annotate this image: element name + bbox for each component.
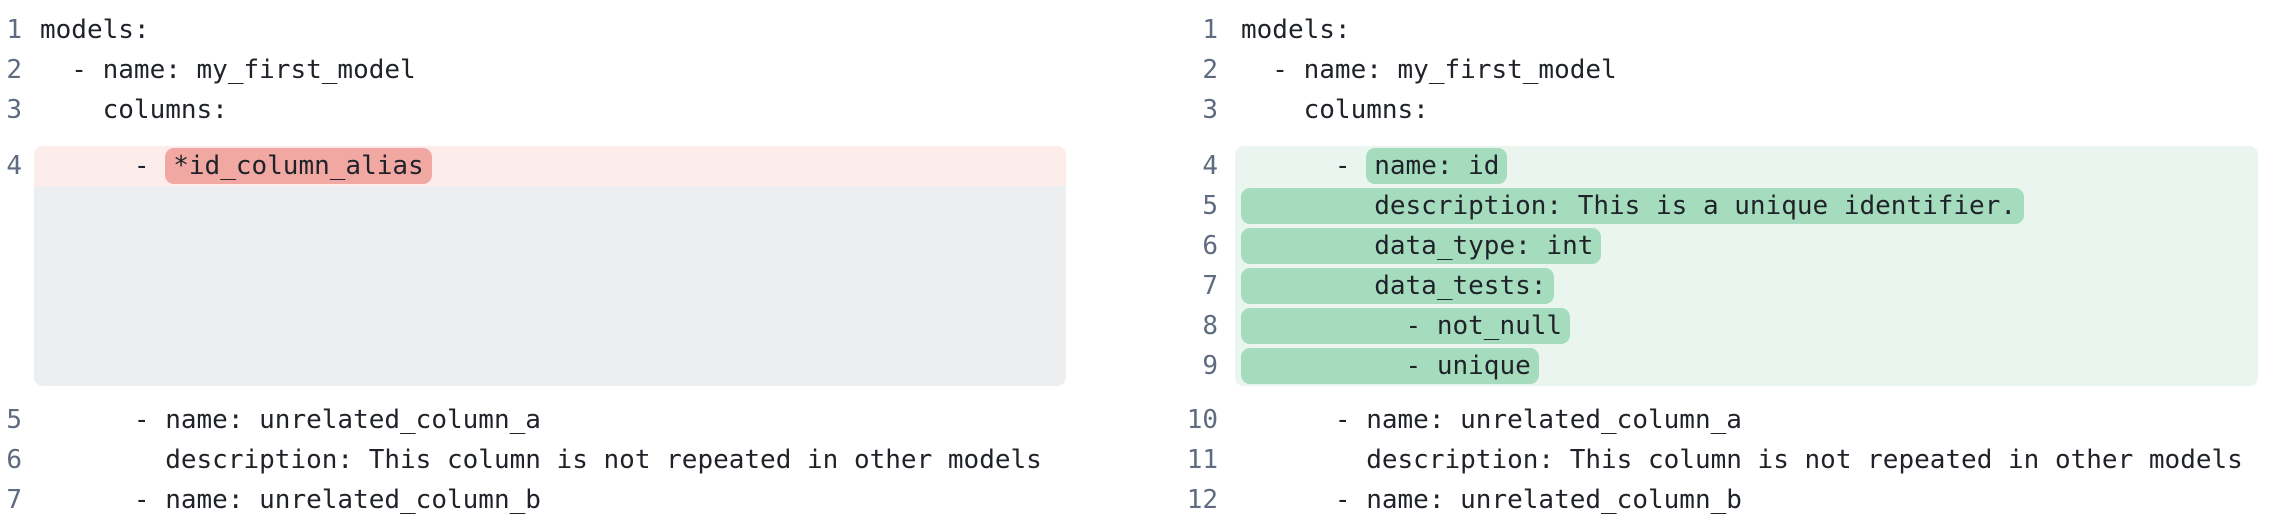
diff-pane-old: 1 2 3 4 5 6 7 models: - name: my_first_model c…: [0, 10, 1066, 520]
line-number: 5: [6, 405, 22, 435]
code-line: columns:: [1241, 95, 1429, 125]
added-token: data_type: int: [1241, 228, 1602, 264]
code-line: - not_null: [1235, 306, 2258, 346]
code-line: description: This column is not repeated…: [40, 445, 1042, 475]
line-number: 3: [6, 95, 22, 125]
added-token: name: id: [1366, 148, 1508, 184]
collapsed-lines-filler: [34, 186, 1066, 386]
code-line: - name: id: [1235, 146, 2258, 186]
code-line: - unique: [1235, 346, 2258, 386]
line-number: 5: [1202, 191, 1218, 221]
diff-hunk: - name: id description: This is a unique…: [1235, 146, 2258, 386]
added-token: description: This is a unique identifier…: [1241, 188, 2025, 224]
removed-token: *id_column_alias: [165, 148, 432, 184]
line-number: 3: [1202, 95, 1218, 125]
added-token: data_tests:: [1241, 268, 1555, 304]
code-line: - name: unrelated_column_a: [1241, 405, 1742, 435]
code-column: models: - name: my_first_model columns: …: [1235, 10, 2258, 520]
code-line: - name: my_first_model: [1241, 55, 1617, 85]
added-token: - unique: [1241, 348, 1539, 384]
code-line: description: This column is not repeated…: [1241, 445, 2243, 475]
code-line: description: This is a unique identifier…: [1235, 186, 2258, 226]
code-line: - name: unrelated_column_b: [1241, 485, 1742, 515]
code-line: - name: unrelated_column_b: [40, 485, 541, 515]
line-number-gutter: 1 2 3 4 5 6 7: [0, 10, 22, 520]
code-line: data_type: int: [1235, 226, 2258, 266]
line-number: 1: [6, 15, 22, 45]
added-token: - not_null: [1241, 308, 1571, 344]
code-line: columns:: [40, 95, 228, 125]
line-number: 4: [1202, 151, 1218, 181]
code-line: - *id_column_alias: [34, 146, 1066, 186]
code-line: - name: my_first_model: [40, 55, 416, 85]
code-line: data_tests:: [1235, 266, 2258, 306]
line-number: 6: [6, 445, 22, 475]
code-line: models:: [40, 15, 150, 45]
line-number: 7: [6, 485, 22, 515]
code-line: models:: [1241, 15, 1351, 45]
code-line: - name: unrelated_column_a: [40, 405, 541, 435]
line-number: 11: [1186, 445, 1218, 475]
line-number: 12: [1186, 485, 1218, 515]
line-number: 7: [1202, 271, 1218, 301]
line-number: 10: [1186, 405, 1218, 435]
line-number: 2: [1202, 55, 1218, 85]
code-column: models: - name: my_first_model columns: …: [34, 10, 1066, 520]
line-number: 6: [1202, 231, 1218, 261]
line-number: 4: [6, 151, 22, 181]
line-number: 2: [6, 55, 22, 85]
diff-hunk: - *id_column_alias: [34, 146, 1066, 386]
line-number: 1: [1202, 15, 1218, 45]
line-number: 8: [1202, 311, 1218, 341]
line-number: 9: [1202, 351, 1218, 381]
